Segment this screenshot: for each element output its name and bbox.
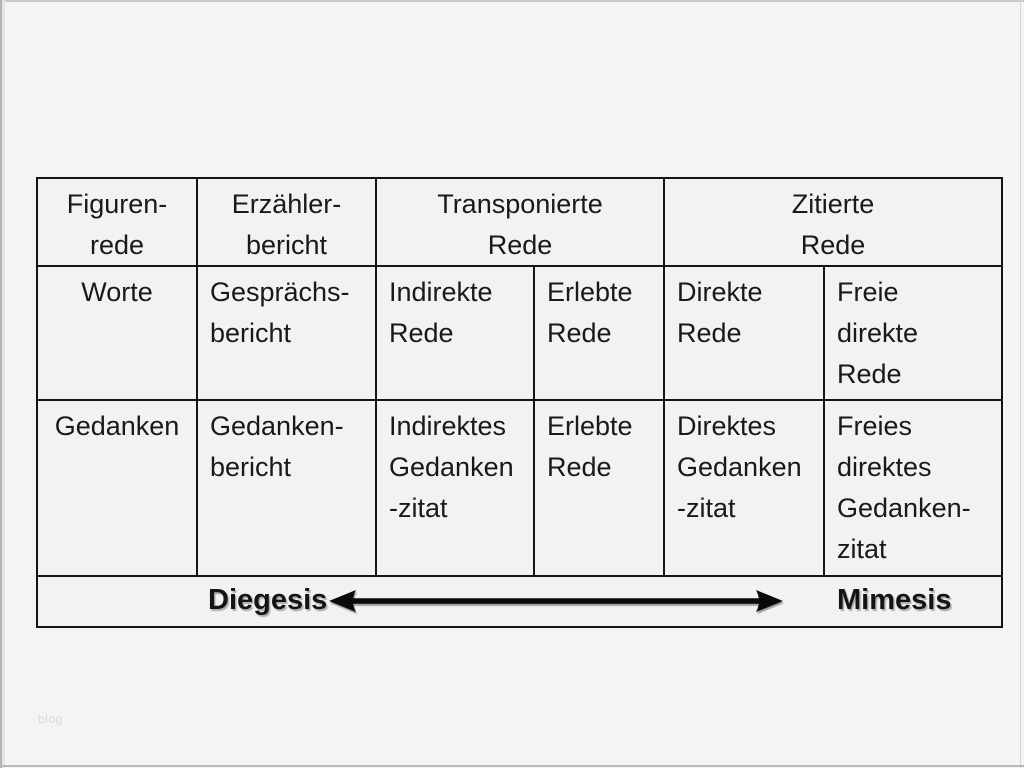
cell-freie-direkte-rede: Freie direkte Rede [825,267,1001,401]
frame-line-top [0,0,1024,2]
narrative-speech-table: Figuren- rede Erzähler- bericht Transpon… [36,177,1003,628]
row-worte-label: Worte [38,267,198,401]
cell-gespraechsbericht: Gesprächs- bericht [198,267,377,401]
cell-gedankenbericht: Gedanken- bericht [198,401,377,577]
frame-line-left [0,0,2,768]
header-cell-figurenrede: Figuren- rede [38,179,198,267]
cell-erlebte-rede-worte: Erlebte Rede [535,267,665,401]
header-cell-erzaehlerbericht: Erzähler- bericht [198,179,377,267]
header-cell-transponierte-rede: Transponierte Rede [377,179,665,267]
frame-line-left-inner [2,0,5,768]
row-gedanken-label: Gedanken [38,401,198,577]
header-cell-zitierte-rede: Zitierte Rede [665,179,1001,267]
cell-direkte-rede: Direkte Rede [665,267,825,401]
cell-indirekte-rede: Indirekte Rede [377,267,535,401]
cell-indirektes-gedankenzitat: Indirektes Gedanken -zitat [377,401,535,577]
mimesis-label: Mimesis [837,584,952,616]
frame-line-right [1020,0,1021,768]
double-arrow-icon [329,590,783,612]
cell-freies-direktes-gedankenzitat: Freies direktes Gedanken- zitat [825,401,1001,577]
diegesis-label: Diegesis [208,584,328,616]
cell-erlebte-rede-gedanken: Erlebte Rede [535,401,665,577]
cell-direktes-gedankenzitat: Direktes Gedanken -zitat [665,401,825,577]
diegesis-mimesis-spectrum-row: Diegesis Mimesis [38,577,1001,626]
watermark-text: blog [38,712,63,726]
frame-line-bottom [0,765,1024,767]
